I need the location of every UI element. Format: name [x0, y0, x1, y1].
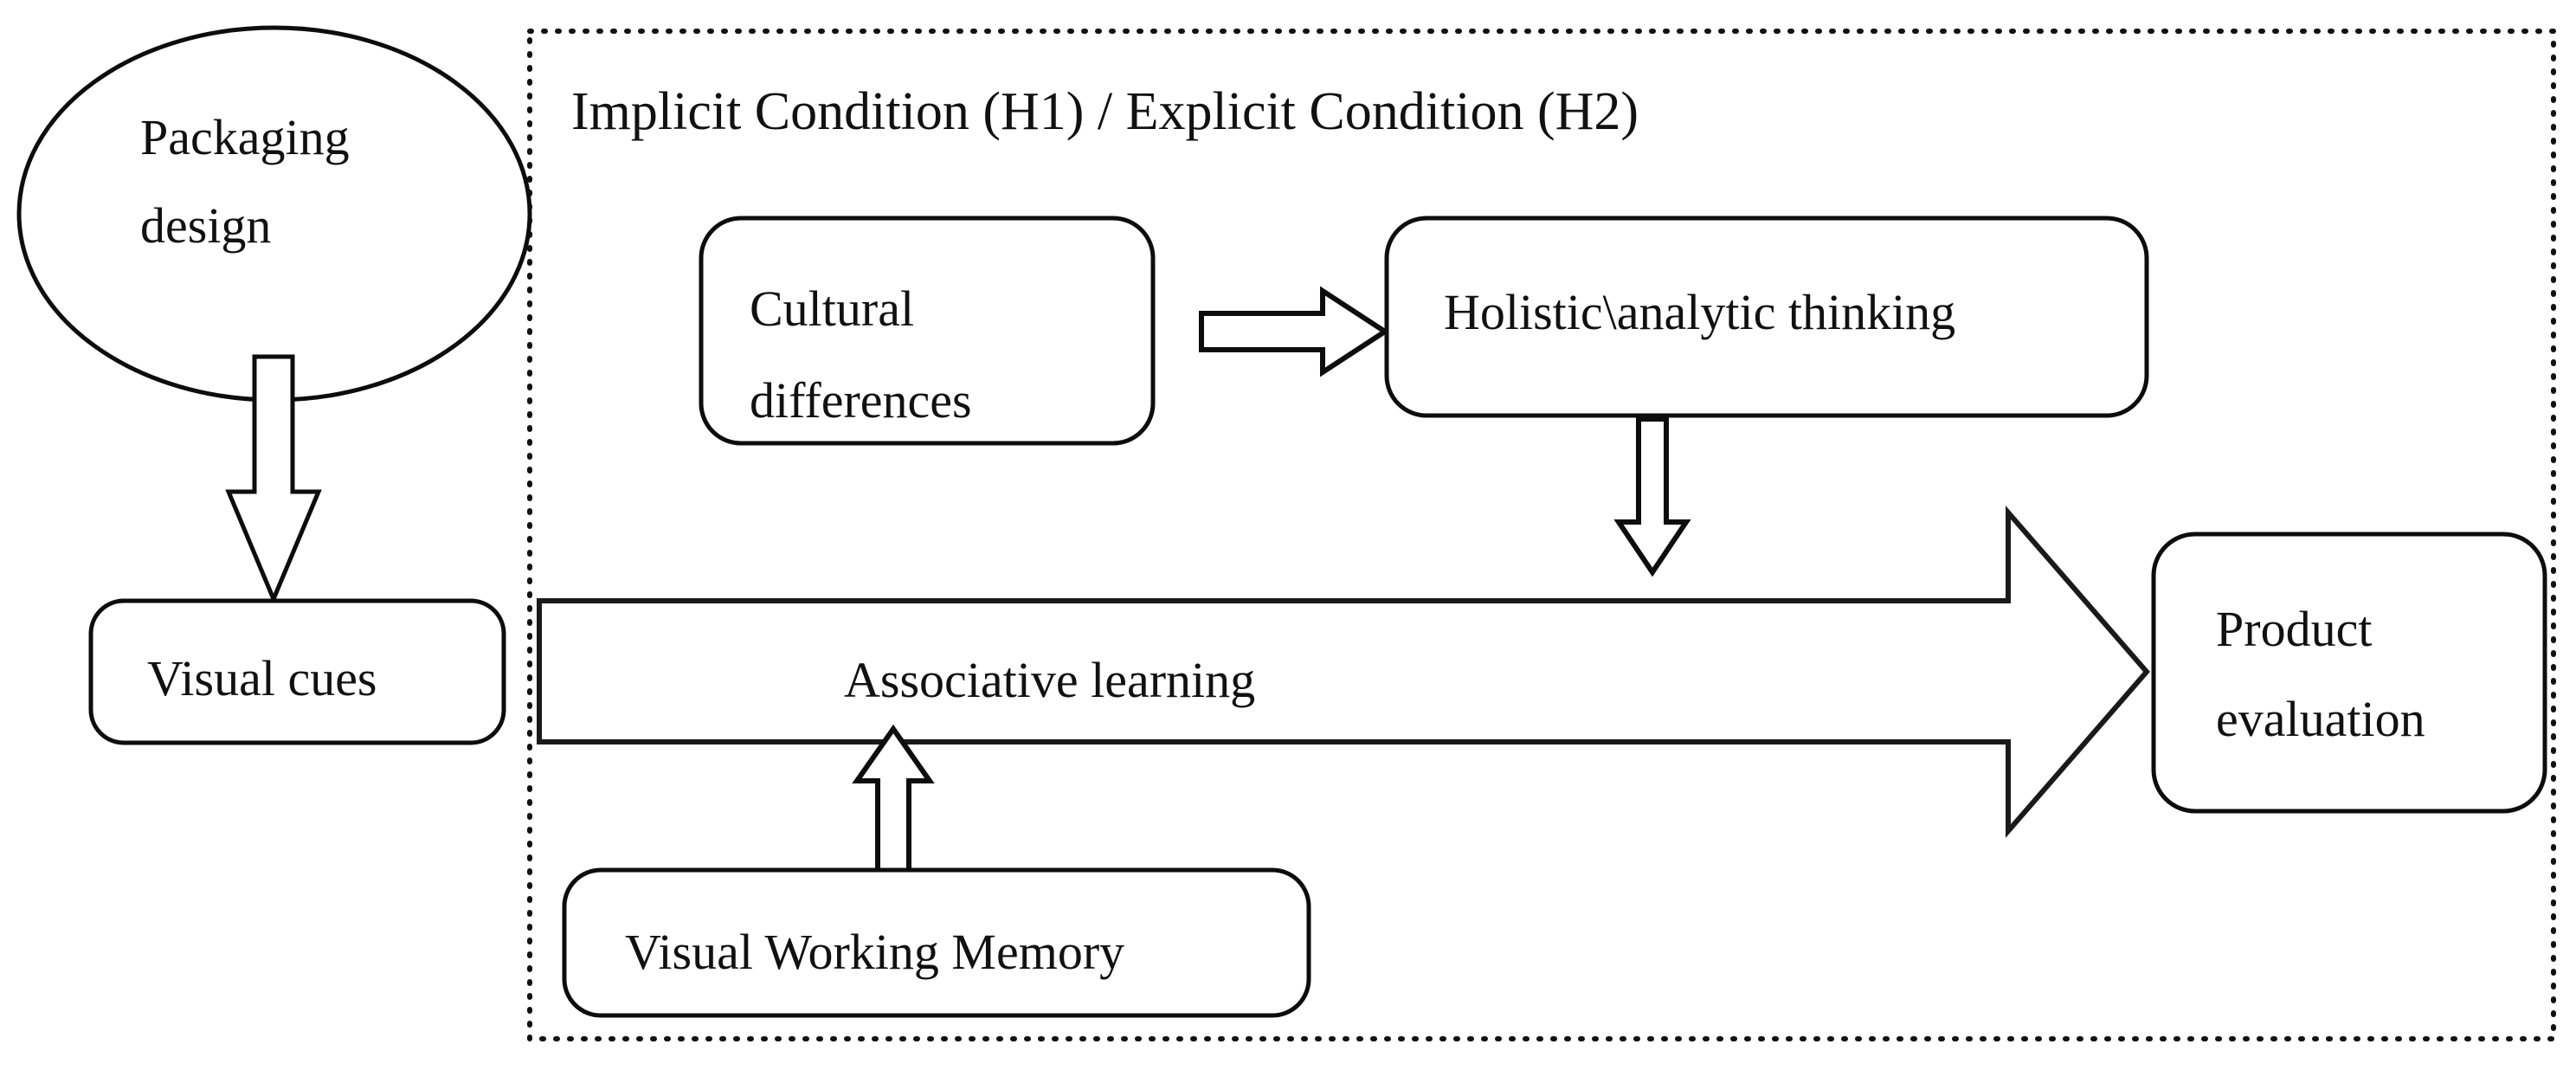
node-cultural-differences-label: Cultural differences — [750, 275, 972, 435]
cultural-differences-line1: Cultural — [750, 280, 915, 337]
packaging-design-line2: design — [140, 197, 272, 255]
condition-container-border — [527, 29, 2556, 1041]
node-visual-working-memory[interactable] — [562, 867, 1311, 1018]
arrow-right-cultural-to-holistic — [1199, 286, 1390, 377]
product-evaluation-line2: evaluation — [2216, 691, 2425, 748]
node-packaging-design-label: Packaging design — [88, 104, 512, 261]
node-product-evaluation-label: Product evaluation — [2216, 596, 2425, 754]
arrow-down-packaging-to-visual-cues — [225, 354, 322, 605]
node-visual-cues-label: Visual cues — [147, 650, 377, 706]
packaging-design-line1: Packaging — [140, 109, 350, 165]
node-holistic-analytic-thinking-label: Holistic\analytic thinking — [1444, 284, 1956, 340]
block-arrow-associative-learning[interactable] — [537, 505, 2150, 839]
product-evaluation-line1: Product — [2216, 601, 2373, 657]
node-visual-cues[interactable] — [88, 598, 506, 745]
cultural-differences-line2: differences — [750, 372, 972, 429]
condition-container-title: Implicit Condition (H1) / Explicit Condi… — [571, 82, 1639, 141]
node-product-evaluation[interactable] — [2151, 532, 2547, 814]
node-cultural-differences[interactable] — [699, 216, 1156, 446]
arrow-up-vwm-to-associative — [852, 724, 935, 875]
block-arrow-associative-learning-label: Associative learning — [844, 652, 1256, 708]
arrow-down-holistic-to-associative — [1613, 416, 1691, 577]
node-holistic-analytic-thinking[interactable] — [1384, 216, 2149, 418]
node-visual-working-memory-label: Visual Working Memory — [625, 924, 1125, 980]
